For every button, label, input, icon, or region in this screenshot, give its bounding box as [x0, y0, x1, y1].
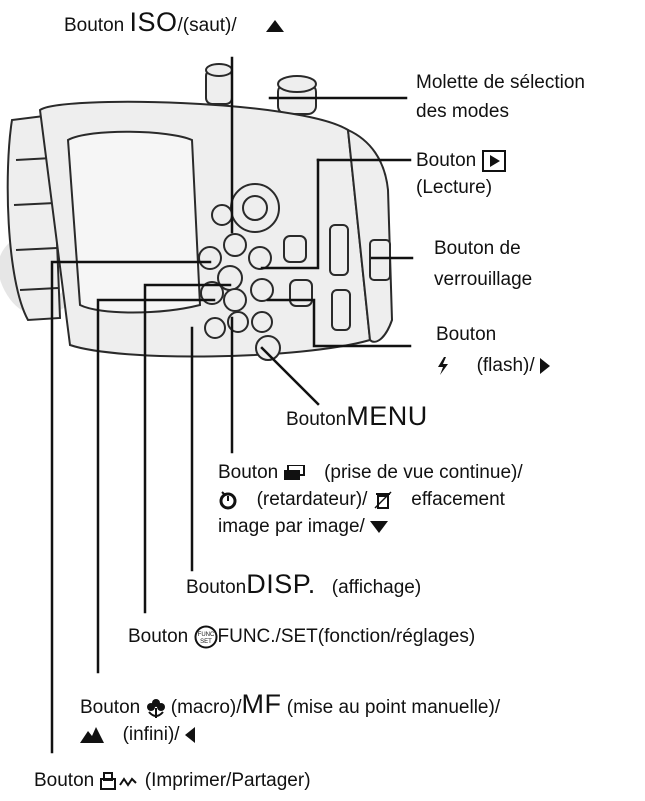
label-playback-button: Bouton (Lecture)	[416, 148, 506, 200]
delete-icon	[374, 491, 392, 509]
svg-text:FUNC: FUNC	[197, 632, 214, 638]
camera-housing-illustration	[6, 63, 394, 361]
leader-print	[50, 260, 212, 754]
label-sep: /	[359, 516, 365, 537]
continuous-text: (prise de vue continue)/	[324, 462, 523, 483]
label-line: des modes	[416, 101, 509, 122]
label-line: Bouton	[436, 324, 497, 345]
label-sep: /	[177, 15, 183, 36]
label-disp-button: BoutonDISP. (affichage)	[186, 569, 422, 600]
flash-icon	[438, 356, 448, 375]
label-line: (Lecture)	[416, 177, 493, 198]
label-menu-button: BoutonMENU	[286, 401, 428, 432]
disp-text: DISP.	[246, 569, 316, 599]
up-arrow-icon	[265, 19, 284, 32]
label-prefix: Bouton	[286, 409, 347, 430]
label-prefix: Bouton	[34, 770, 100, 791]
infinity-text: (infini)/	[122, 724, 180, 745]
leader-flash	[266, 298, 412, 348]
menu-text: MENU	[346, 401, 428, 431]
leader-func	[143, 283, 232, 614]
label-line: Bouton de	[434, 238, 521, 259]
mf-text: MF	[241, 689, 282, 719]
label-prefix: Bouton	[416, 150, 482, 171]
label-prefix: Bouton	[64, 15, 130, 36]
label-mode-dial: Molette de sélection des modes	[416, 70, 585, 124]
disp-suffix: (affichage)	[331, 577, 422, 598]
label-continuous-button: Bouton (prise de vue continue)/ (retarda…	[218, 460, 523, 539]
label-prefix: Bouton	[186, 577, 247, 598]
down-arrow-icon	[370, 520, 389, 533]
label-prefix: Bouton	[218, 462, 284, 483]
macro-text: (macro)/	[170, 697, 242, 718]
label-print-button: Bouton (Imprimer/Partager)	[34, 768, 311, 793]
self-timer-icon	[219, 491, 237, 510]
delete-text: effacement	[411, 489, 505, 510]
continuous-shooting-icon	[283, 464, 305, 480]
self-timer-text: (retardateur)/	[256, 489, 368, 510]
label-line: Molette de sélection	[416, 72, 585, 93]
print-share-icon	[99, 771, 137, 790]
flash-text: (flash)/	[476, 355, 535, 376]
leader-menu	[260, 346, 320, 406]
jump-text: (saut)	[182, 15, 232, 36]
label-line: verrouillage	[434, 269, 533, 290]
label-macro-button: Bouton (macro)/MF (mise au point manuell…	[80, 689, 501, 747]
label-sep: /	[231, 15, 237, 36]
play-icon	[481, 149, 506, 172]
right-arrow-icon	[539, 357, 550, 374]
infinity-mountain-icon	[80, 726, 104, 743]
iso-text: ISO	[129, 7, 178, 37]
leader-macro	[96, 298, 216, 674]
func-text: FUNC./SET(fonction/réglages)	[217, 626, 476, 647]
macro-text-2: (mise au point manuelle)/	[286, 697, 501, 718]
leader-lines	[50, 56, 414, 754]
print-text: (Imprimer/Partager)	[144, 770, 311, 791]
label-lock-button: Bouton de verrouillage	[434, 236, 532, 292]
label-iso-button: Bouton ISO/(saut)/	[64, 7, 284, 38]
label-prefix: Bouton	[80, 697, 146, 718]
left-arrow-icon	[184, 726, 195, 743]
delete-text-2: image par image	[218, 516, 360, 537]
label-flash-button: Bouton (flash)/	[436, 322, 550, 378]
svg-text:SET: SET	[200, 639, 212, 645]
label-prefix: Bouton	[128, 626, 194, 647]
leader-playback-down	[260, 158, 320, 270]
macro-icon	[146, 698, 165, 718]
